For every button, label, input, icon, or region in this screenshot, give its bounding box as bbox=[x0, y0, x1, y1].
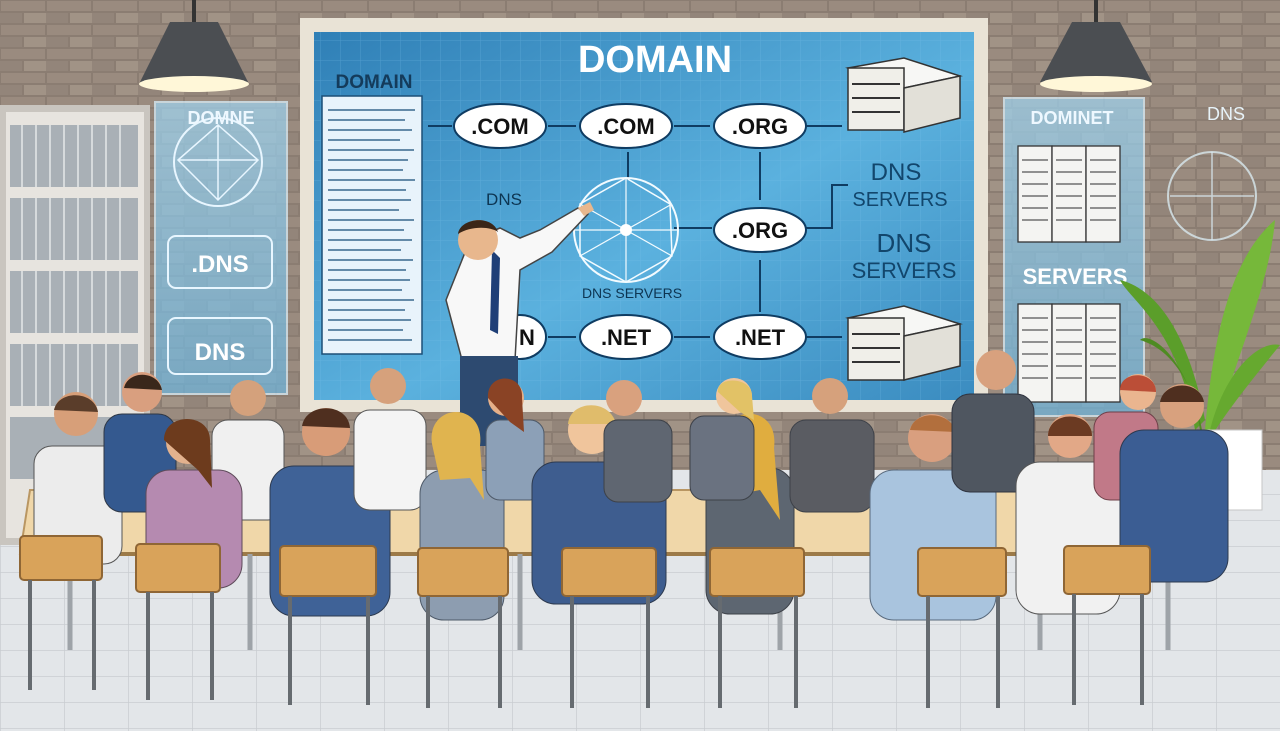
right-glass-panel bbox=[1003, 97, 1145, 417]
right-label-2b: SERVERS bbox=[852, 258, 957, 283]
node-org-mid-label: .ORG bbox=[732, 218, 788, 243]
node-org-mid bbox=[713, 207, 807, 253]
dns-small-label: DNS bbox=[486, 190, 522, 209]
node-org-top bbox=[713, 103, 807, 149]
right-label-2a: DNS bbox=[877, 228, 932, 258]
node-com-1-label: .COM bbox=[471, 114, 528, 139]
left-panel-dns-1: .DNS bbox=[191, 251, 248, 278]
dns-hub bbox=[573, 177, 679, 283]
node-com-2-label: .COM bbox=[597, 114, 654, 139]
node-com-2 bbox=[579, 103, 673, 149]
right-panel-heading: DOMINET bbox=[1031, 108, 1114, 128]
node-org-top-label: .ORG bbox=[732, 114, 788, 139]
server-stack-bottom bbox=[845, 305, 963, 381]
wall-dns-sign bbox=[1167, 151, 1257, 241]
node-net-right-label: .NET bbox=[735, 325, 786, 350]
chairs bbox=[19, 535, 1151, 597]
right-label-1a: DNS bbox=[871, 159, 922, 186]
lamp-left bbox=[139, 0, 249, 92]
right-panel-servers: SERVERS bbox=[1023, 264, 1128, 289]
chair-legs bbox=[28, 580, 1144, 708]
hub-label: DNS SERVERS bbox=[582, 285, 682, 301]
node-net-right bbox=[713, 314, 807, 360]
node-net-partial-label: N bbox=[519, 325, 535, 350]
node-net-center bbox=[579, 314, 673, 360]
audience bbox=[33, 350, 1229, 621]
node-com-1 bbox=[453, 103, 547, 149]
node-net-center-label: .NET bbox=[601, 325, 652, 350]
right-label-1b: SERVERS bbox=[852, 189, 947, 211]
lamp-right bbox=[1040, 0, 1152, 92]
board-title: DOMAIN bbox=[578, 39, 732, 81]
left-glass-panel bbox=[154, 101, 288, 395]
domain-list-heading: DOMAIN bbox=[335, 72, 412, 93]
main-board: DOMAIN DOMAIN .COM .COM .ORG .ORG N .NET… bbox=[300, 18, 988, 412]
left-panel-dns-2: DNS bbox=[195, 339, 246, 366]
server-stack-top bbox=[845, 57, 963, 133]
domain-list bbox=[321, 95, 423, 355]
wall-dns-label: DNS bbox=[1207, 104, 1245, 124]
left-panel-heading: DOMNE bbox=[188, 108, 255, 128]
